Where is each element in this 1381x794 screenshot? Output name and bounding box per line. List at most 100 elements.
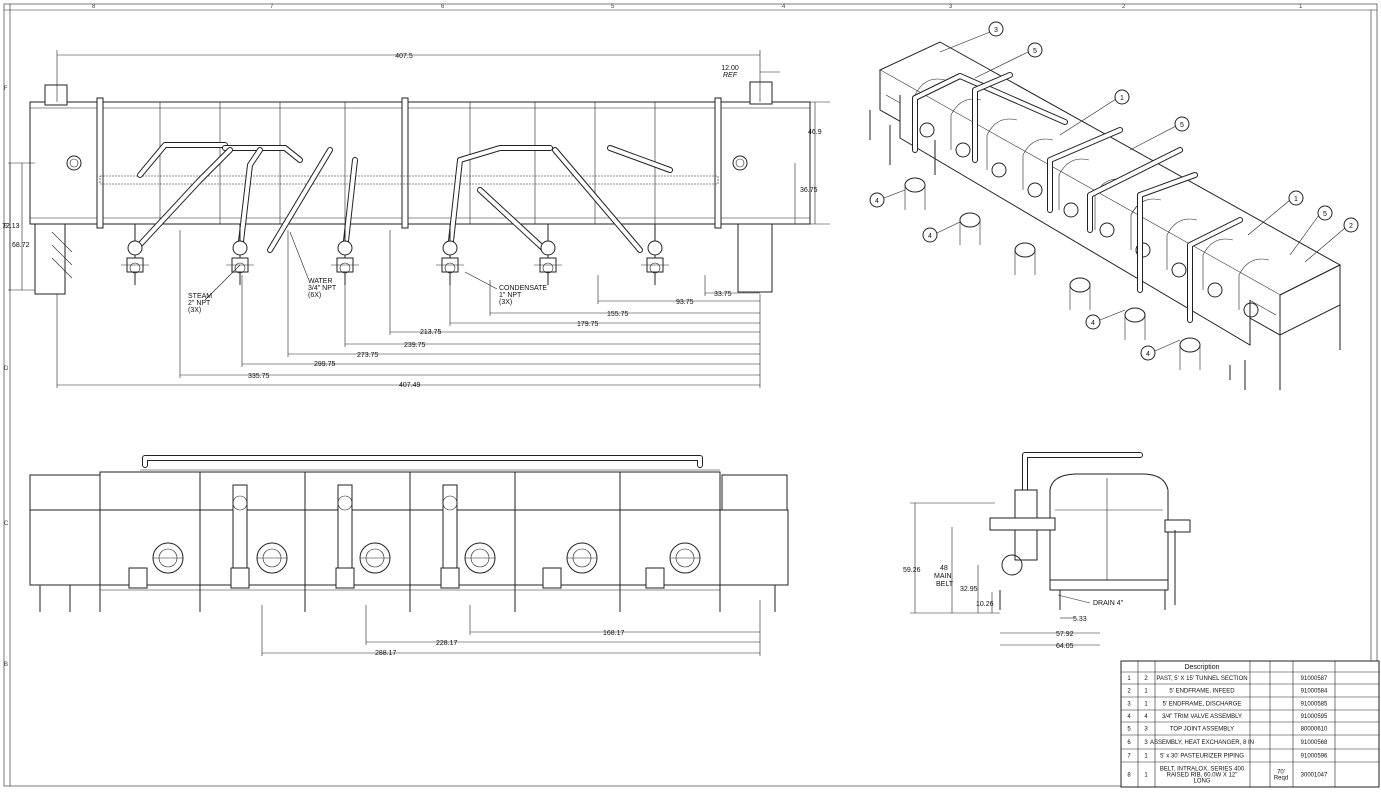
bom-description: 5' ENDFRAME, DISCHARGE (1163, 702, 1242, 708)
svg-text:CONDENSATE: CONDENSATE (499, 285, 547, 292)
valve-assembly (121, 224, 149, 285)
balloon: 3 (994, 27, 998, 34)
bom-qty-required: Reqd (1274, 776, 1288, 782)
bom-description: 5' x 30' PASTEURIZER PIPING (1160, 754, 1244, 760)
bom-qty: 4 (1144, 714, 1148, 720)
motor (959, 212, 981, 245)
dim-d8: 299.75 (314, 361, 336, 368)
bom-item-number: 3 (1127, 702, 1131, 708)
motor (1124, 307, 1146, 340)
bom-description: 5' ENDFRAME, INFEED (1169, 689, 1235, 695)
balloon: 4 (1146, 351, 1150, 358)
dim-d3: 155.75 (607, 311, 629, 318)
zone-label: 2 (1122, 4, 1126, 10)
bom-qty: 2 (1144, 676, 1148, 682)
zone-label: C (4, 521, 9, 527)
bom-description: RAISED RIB, 60.0W X 12" (1167, 773, 1238, 779)
dim-d2: 93.75 (676, 299, 694, 306)
pump (230, 567, 250, 589)
zone-label: B (4, 662, 8, 668)
balloon: 1 (1294, 196, 1298, 203)
dim-d9: 335.75 (248, 373, 270, 380)
bom-item-number: 1 (1127, 676, 1131, 682)
balloon: 1 (1120, 95, 1124, 102)
bom-qty: 1 (1144, 702, 1148, 708)
callout-steam: STEAM 2" NPT (3X) (188, 264, 241, 314)
iso-balloons: 3 5 1 5 1 5 2 4 4 4 4 (869, 21, 1359, 361)
bom-qty: 3 (1144, 727, 1148, 733)
inspection-door (566, 542, 598, 574)
bom-description: TOP JOINT ASSEMBLY (1170, 727, 1234, 733)
callout-water: WATER 3/4" NPT (6X) (289, 231, 337, 299)
top-view-piping (132, 142, 673, 253)
bom-qty: 1 (1144, 773, 1148, 779)
dim-overall: 407.5 (395, 53, 413, 60)
dim-d5: 213.75 (420, 329, 442, 336)
svg-text:(3X): (3X) (499, 299, 512, 306)
bom-part-number: 91000584 (1301, 689, 1328, 695)
valve-assembly (641, 224, 669, 285)
inspection-door (464, 542, 496, 574)
bom-item-number: 4 (1127, 714, 1131, 720)
svg-text:STEAM: STEAM (188, 293, 212, 300)
zone-label: 6 (441, 4, 445, 10)
pump (335, 567, 355, 589)
balloon: 2 (1349, 223, 1353, 230)
bom-part-number: 91000587 (1301, 676, 1328, 682)
dim-d1: 33.75 (714, 291, 732, 298)
end-view (989, 452, 1191, 610)
bom-part-number: 91000585 (1301, 702, 1328, 708)
valve-assembly (534, 224, 562, 285)
end-view-dimensions: 59.26 48 MAIN BELT 32.95 10.26 5.33 57.9… (903, 502, 1124, 650)
dim-h2: 32.95 (960, 586, 978, 593)
dim-height-a: 46.9 (808, 129, 822, 136)
motor (1179, 337, 1201, 370)
bom-item-number: 6 (1127, 740, 1131, 746)
pump (128, 567, 148, 589)
bom-item-number: 5 (1127, 727, 1131, 733)
bom-item-number: 7 (1127, 754, 1131, 760)
zone-label: 5 (611, 4, 615, 10)
heat-exchanger (442, 484, 458, 571)
bom-qty: 3 (1144, 740, 1148, 746)
port-left (66, 155, 82, 171)
svg-text:WATER: WATER (308, 278, 333, 285)
bom-part-number: 30001047 (1301, 773, 1328, 779)
dim-height-overall: 59.26 (903, 567, 921, 574)
dim-h3: 10.26 (976, 601, 994, 608)
svg-text:2" NPT: 2" NPT (188, 300, 211, 307)
bom-qty: 1 (1144, 689, 1148, 695)
balloon: 5 (1180, 122, 1184, 129)
isometric-view (869, 41, 1342, 390)
heat-exchanger (232, 484, 248, 571)
bom-qty-required: 70' (1277, 770, 1285, 776)
dim-b: 228.17 (436, 640, 458, 647)
zone-labels-left: F E D C B (4, 86, 9, 668)
motor (904, 177, 926, 210)
valve-assembly (436, 224, 464, 285)
dim-height-b: 36.75 (800, 187, 818, 194)
bom-qty: 1 (1144, 754, 1148, 760)
dim-belt-value: 48 (940, 565, 948, 572)
top-view-dimensions: 407.5 12.00 REF 46.9 36.75 72.13 68.72 3… (2, 50, 830, 389)
balloon: 5 (1323, 211, 1327, 218)
dim-belt-label-2: BELT (936, 581, 954, 588)
callout-condensate: CONDENSATE 1" NPT (3X) (464, 271, 547, 306)
zone-label: D (4, 366, 9, 372)
dim-d6: 239.75 (404, 342, 426, 349)
bom-item-number: 8 (1127, 773, 1131, 779)
dim-a: 168.17 (603, 630, 625, 637)
top-view (29, 81, 811, 295)
zone-label: 4 (782, 4, 786, 10)
dim-d7: 273.75 (357, 352, 379, 359)
zone-label: F (4, 86, 8, 92)
svg-text:3/4" NPT: 3/4" NPT (308, 285, 337, 292)
